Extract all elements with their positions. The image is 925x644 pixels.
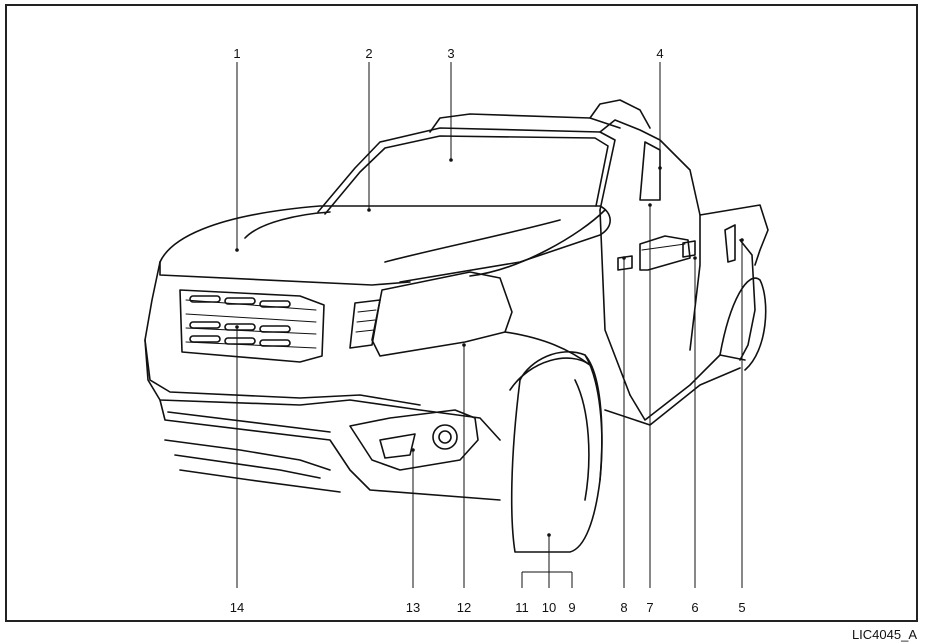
callout-6: 6 <box>691 600 698 615</box>
leader-dots <box>235 158 744 537</box>
callout-13: 13 <box>406 600 420 615</box>
callout-10: 10 <box>542 600 556 615</box>
callout-14: 14 <box>230 600 244 615</box>
callout-3: 3 <box>447 46 454 61</box>
callout-8: 8 <box>620 600 627 615</box>
callout-1: 1 <box>233 46 240 61</box>
callout-7: 7 <box>646 600 653 615</box>
callout-4: 4 <box>656 46 663 61</box>
callout-5: 5 <box>738 600 745 615</box>
callout-12: 12 <box>457 600 471 615</box>
callout-11: 11 <box>515 600 529 615</box>
diagram-frame <box>5 4 918 622</box>
vehicle-illustration <box>144 99 769 553</box>
callout-2: 2 <box>365 46 372 61</box>
callout-9: 9 <box>568 600 575 615</box>
leader-lines <box>236 62 743 588</box>
callout-labels: 1 2 3 4 5 6 7 8 9 10 11 12 13 14 <box>230 46 746 615</box>
figure-code: LIC4045_A <box>851 627 917 642</box>
